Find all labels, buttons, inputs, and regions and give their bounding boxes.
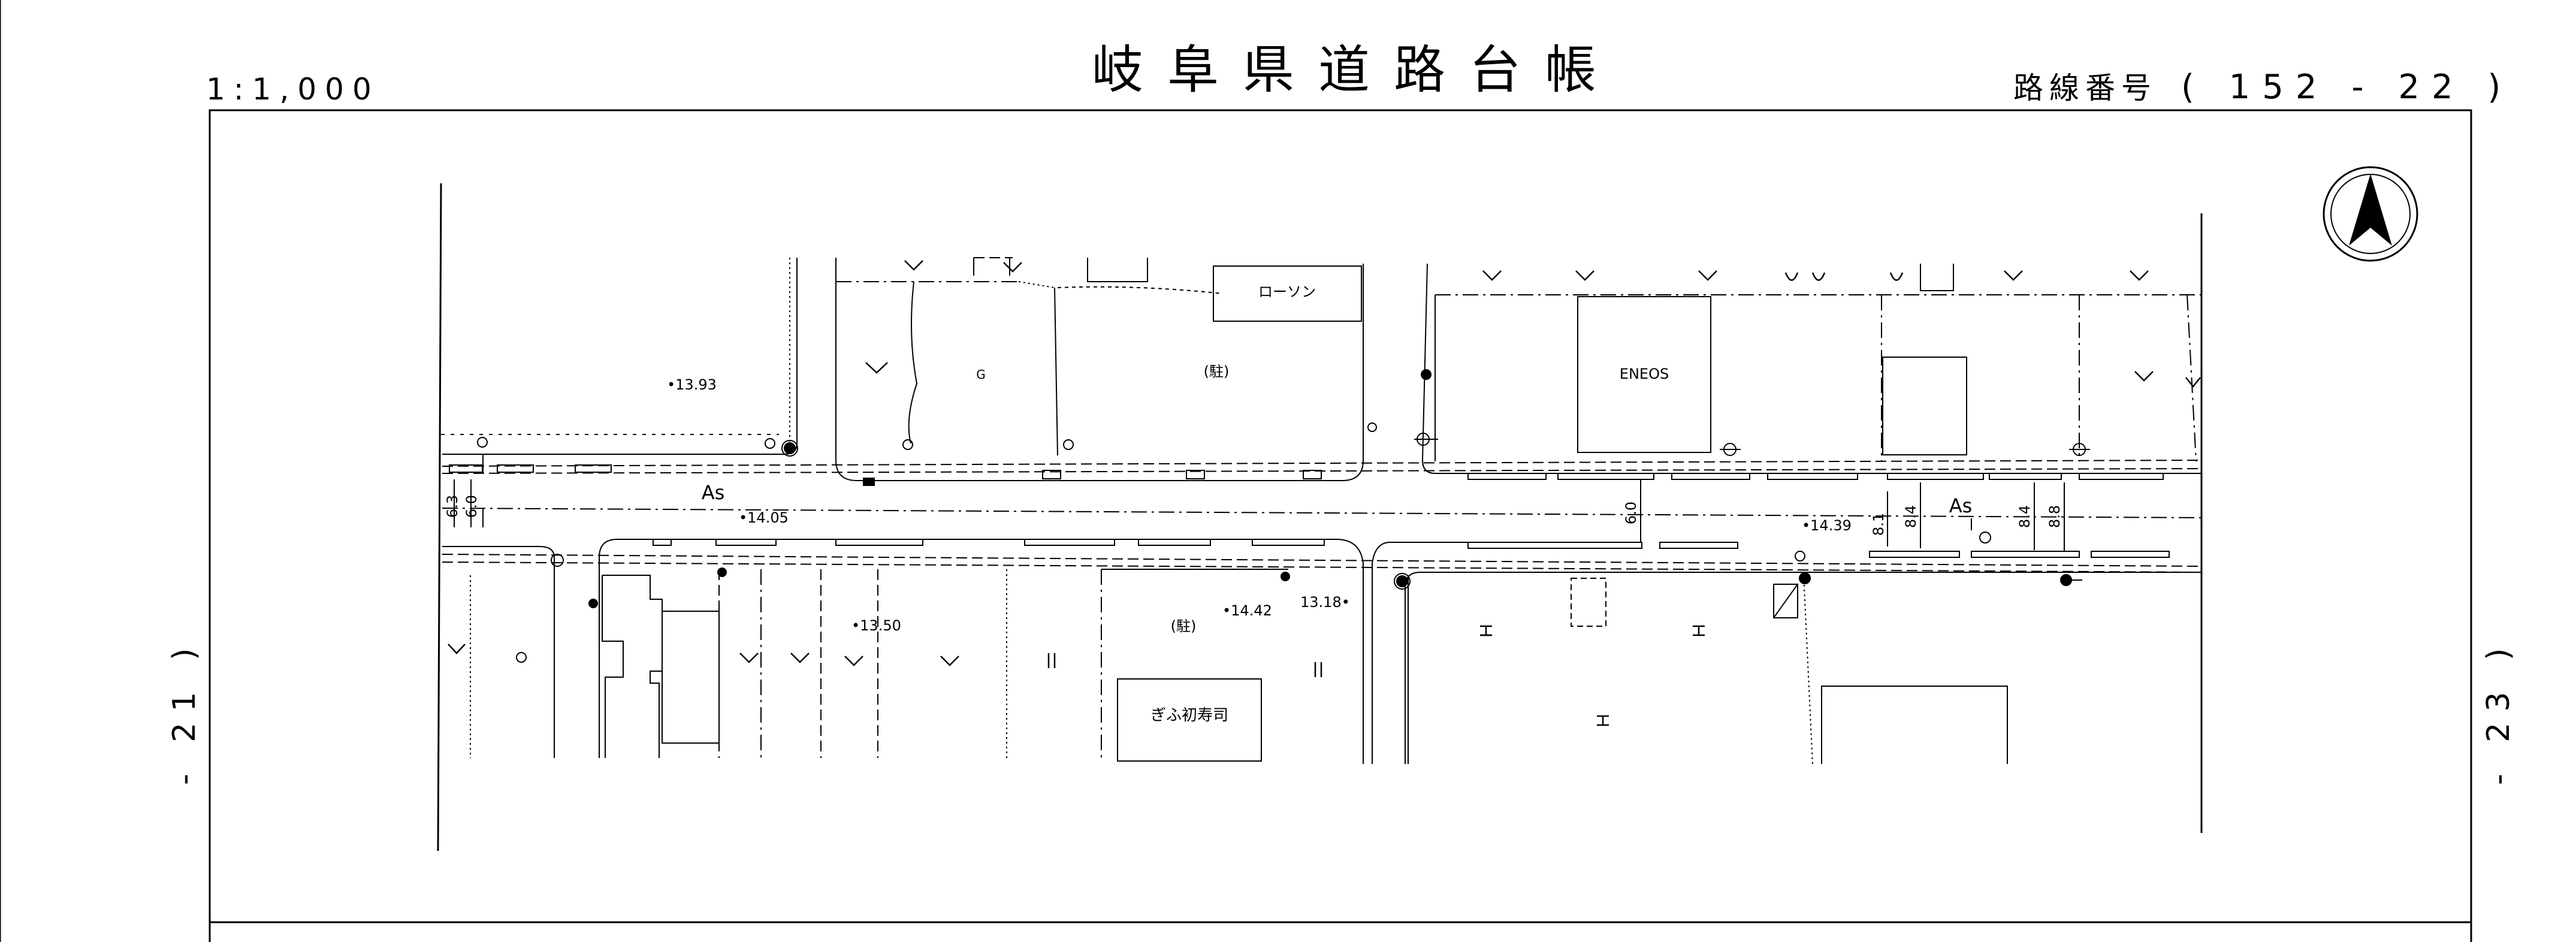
gifu-sushi-building [1117,678,1262,762]
eneos-building [1577,296,1711,453]
width-label: 8.1 [1870,513,1887,536]
elevation-label: 13.18• [1300,594,1350,611]
curb-blocks [449,464,2170,558]
shop-label-eneos: ENEOS [1620,366,1669,382]
scale-label: 1:1,000 [206,72,380,107]
sheet-frame [0,0,2472,942]
width-label: 6.3 [444,495,461,518]
width-label: 6.0 [463,495,480,518]
parcels-south [470,569,1813,765]
parking-label-south: (駐) [1171,618,1197,635]
shop-label-gifu-sushi: ぎふ初寿司 [1150,707,1228,724]
elevation-label: •14.42 [1222,602,1272,619]
width-label: 8.8 [2046,505,2063,528]
land-use-symbols [448,260,2201,726]
elevation-label: •14.39 [1802,517,1852,534]
buildings [602,265,2008,764]
elevation-label: •14.05 [739,509,789,526]
width-dimensions [454,479,2065,551]
utility-symbols [477,369,2090,663]
map-extent [437,183,2203,852]
route-number: ( 152 - 22 ) [2181,68,2513,107]
parking-label-north: (駐) [1204,363,1230,380]
parcels-north [441,257,2201,462]
elevation-label: •13.93 [667,376,717,393]
shop-label-lawson: ローソン [1258,283,1316,300]
width-label: 8.4 [2016,505,2033,528]
land-mark-g: G [976,367,986,382]
elevation-label: •13.50 [851,617,901,634]
route-label: 路線番号 [2013,71,2157,105]
width-label: 6.0 [1623,502,1639,524]
width-label: 8.4 [1902,505,1919,528]
surface-label-east: As [1949,494,1973,517]
north-arrow-icon [2323,166,2418,262]
road [442,258,2202,764]
lawson-building [1213,265,1362,322]
surface-label-west: As [702,481,725,504]
page-title: 岐阜県道路台帳 [1092,40,1620,100]
